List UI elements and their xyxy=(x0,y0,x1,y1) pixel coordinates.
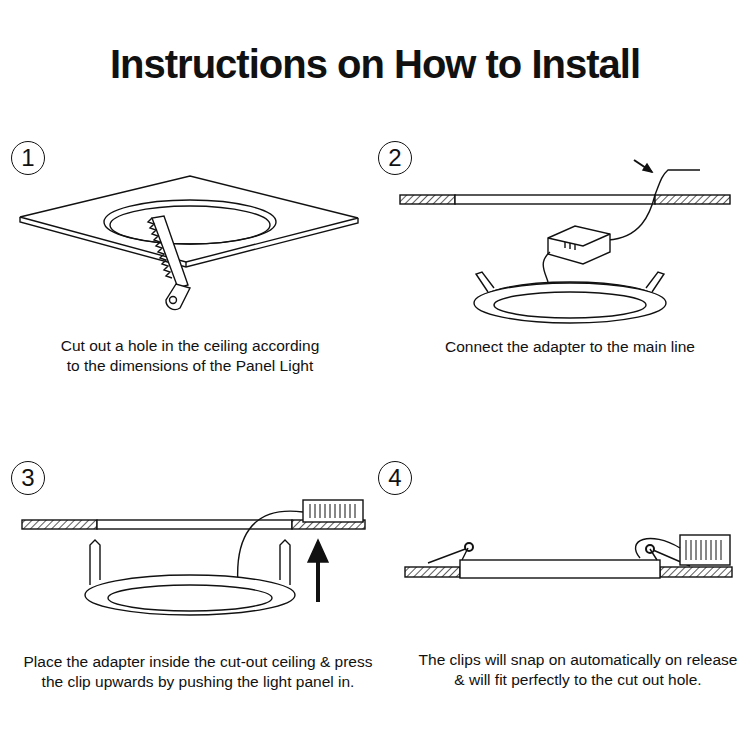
ceiling-wiring xyxy=(400,160,730,323)
step-number-circle: 4 xyxy=(378,461,412,495)
step-caption: Cut out a hole in the ceiling according … xyxy=(60,336,320,376)
step-number: 4 xyxy=(388,466,401,490)
step-caption: Place the adapter inside the cut-out cei… xyxy=(23,652,373,692)
step-number: 1 xyxy=(21,146,34,170)
step-number: 3 xyxy=(21,466,34,490)
installed-panel xyxy=(405,535,732,578)
page-title: Instructions on How to Install xyxy=(110,38,640,90)
step-caption: Connect the adapter to the main line xyxy=(400,337,740,357)
step-caption: The clips will snap on automatically on … xyxy=(413,650,743,690)
ceiling-cut xyxy=(20,176,358,310)
step-number: 2 xyxy=(388,146,401,170)
ceiling-insert xyxy=(22,500,365,615)
step-number-circle: 2 xyxy=(378,141,412,175)
step-number-circle: 1 xyxy=(11,141,45,175)
step-number-circle: 3 xyxy=(11,461,45,495)
